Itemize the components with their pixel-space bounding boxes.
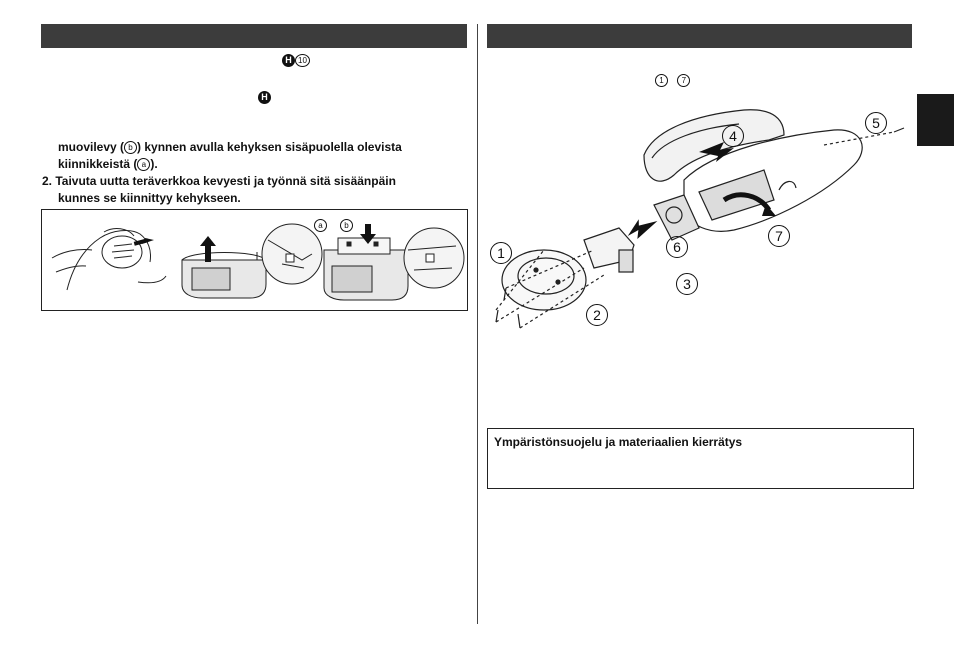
callout-1: 1: [490, 242, 512, 264]
h-badge-icon: H: [258, 91, 271, 105]
frame-2: [323, 237, 409, 301]
callout-3: 3: [676, 273, 698, 295]
callout-6: 6: [666, 236, 688, 258]
step-ref-range: 1 7: [655, 72, 691, 88]
circled-b: b: [124, 141, 138, 155]
figure-ref-h: H: [258, 89, 271, 105]
step1-line1: muovilevy (b) kynnen avulla kehyksen sis…: [58, 140, 402, 155]
top-cover: [643, 109, 785, 182]
left-header-bar: [41, 24, 467, 48]
label-a: a: [314, 219, 327, 232]
callout-2: 2: [586, 304, 608, 326]
down-arrow-icon: [360, 234, 376, 244]
environment-note-title: Ympäristönsuojelu ja materiaalien kierrä…: [494, 435, 743, 449]
battery-removal-diagram: [495, 109, 905, 329]
callout-4: 4: [722, 125, 744, 147]
h-badge-icon: H: [282, 54, 295, 68]
up-arrow-icon: [200, 236, 216, 246]
arrow-6-icon: [627, 219, 658, 239]
right-header-bar: [487, 24, 912, 48]
step2-line2: kunnes se kiinnittyy kehykseen.: [58, 191, 241, 205]
circled-1: 1: [655, 74, 668, 88]
circled-10: 10: [295, 54, 310, 68]
environment-note-box: Ympäristönsuojelu ja materiaalien kierrä…: [487, 428, 914, 489]
circled-a: a: [137, 158, 151, 172]
step1-line2: kiinnikkeistä (a).: [58, 157, 158, 172]
foil-replacement-figure: a b: [41, 209, 468, 311]
callout-7: 7: [768, 225, 790, 247]
language-tab: [917, 94, 954, 146]
foil-illustration: [51, 223, 465, 301]
screw-5: [893, 127, 905, 133]
label-b: b: [340, 219, 353, 232]
circled-7: 7: [677, 74, 691, 88]
frame-1: [181, 252, 267, 299]
hand-outline: [66, 230, 151, 291]
callout-5: 5: [865, 112, 887, 134]
step2-line1: 2. Taivuta uutta teräverkkoa kevyesti ja…: [42, 174, 396, 188]
motor-unit: [653, 194, 700, 241]
arrow-4-icon: [699, 142, 734, 162]
column-divider: [477, 24, 478, 624]
screws: [495, 287, 521, 329]
